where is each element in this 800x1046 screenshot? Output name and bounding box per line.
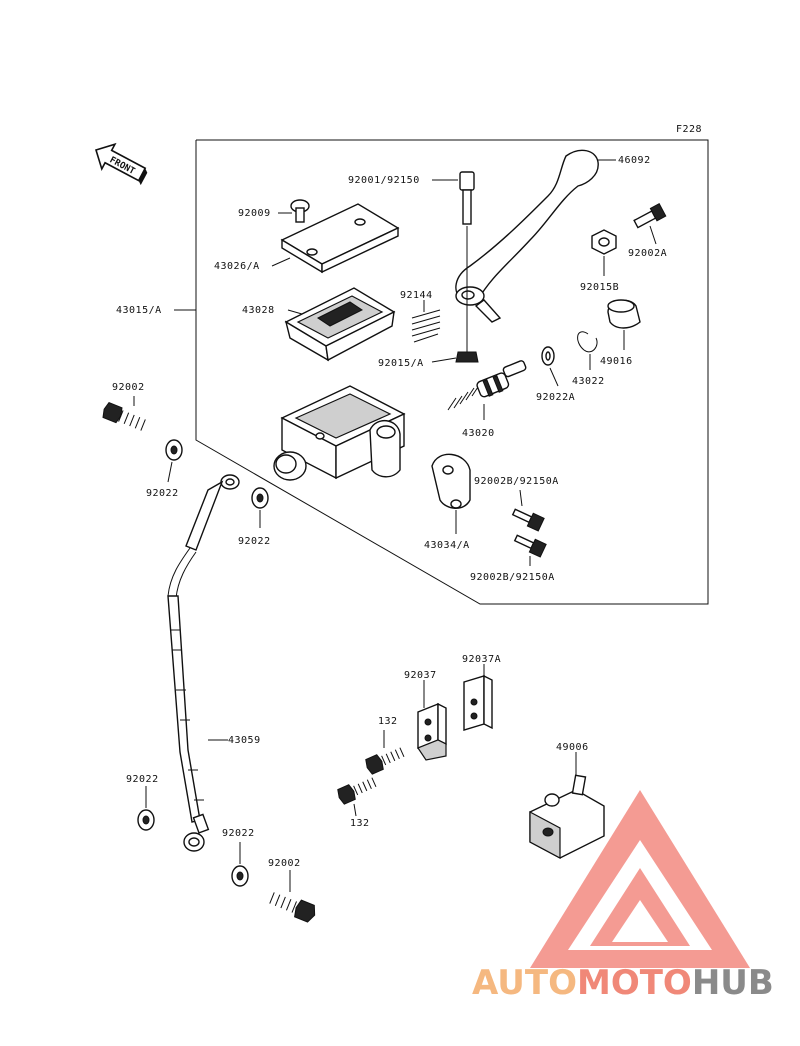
label-92022-d: 92022 <box>222 828 255 839</box>
washer-upper-a <box>165 439 183 461</box>
label-132-b: 132 <box>350 818 370 829</box>
label-92002a-top: 92002A <box>628 248 667 259</box>
label-43020: 43020 <box>462 428 495 439</box>
adjuster-nut <box>591 229 617 255</box>
bracket-bolt-lower <box>337 777 377 805</box>
watermark-logo: AUTOMOTOHUB <box>472 790 774 1003</box>
piston-assembly <box>447 360 527 411</box>
label-92002b-2: 92002B/92150A <box>470 572 555 583</box>
label-92015b: 92015B <box>580 282 619 293</box>
banjo-bolt-upper <box>102 401 146 431</box>
diaphragm <box>284 287 396 362</box>
clamp-bolt-lower <box>513 534 547 558</box>
adjuster-bolt <box>633 203 667 229</box>
label-92037a: 92037A <box>462 654 501 665</box>
piston-washer <box>541 346 555 366</box>
label-46092: 46092 <box>618 155 651 166</box>
clamp-bolt-upper <box>511 508 545 532</box>
master-cylinder-body <box>273 385 406 481</box>
pivot-bolt <box>459 171 475 352</box>
label-49006: 49006 <box>556 742 589 753</box>
hose-bracket <box>417 702 447 761</box>
brake-light-switch <box>529 774 605 859</box>
label-43059: 43059 <box>228 735 261 746</box>
watermark-text-auto: AUTO <box>472 963 577 1003</box>
svg-text:AUTOMOTOHUB: AUTOMOTOHUB <box>472 963 774 1003</box>
watermark-text-hub: HUB <box>692 963 774 1003</box>
hose-bracket-a <box>463 674 493 731</box>
label-92022-b: 92022 <box>238 536 271 547</box>
dust-boot <box>607 299 641 329</box>
label-92022a: 92022A <box>536 392 575 403</box>
handlebar-clamp <box>431 453 471 509</box>
label-43015: 43015/A <box>116 305 162 316</box>
washer-lower-a <box>137 809 155 831</box>
label-92144: 92144 <box>400 290 433 301</box>
label-92037: 92037 <box>404 670 437 681</box>
label-92002-bottom: 92002 <box>268 858 301 869</box>
bracket-bolt-upper <box>365 747 405 775</box>
label-132-a: 132 <box>378 716 398 727</box>
cap-screw <box>290 199 310 223</box>
label-92001: 92001/92150 <box>348 175 420 186</box>
washer-lower-b <box>231 865 249 887</box>
washer-upper-b <box>251 487 269 509</box>
figure-code: F228 <box>676 124 702 135</box>
label-43026: 43026/A <box>214 261 260 272</box>
label-43022: 43022 <box>572 376 605 387</box>
watermark-text-moto: MOTO <box>577 963 692 1003</box>
front-arrow-icon: FRONT <box>95 142 148 186</box>
lever-nut <box>455 351 479 363</box>
label-43034: 43034/A <box>424 540 470 551</box>
label-49016: 49016 <box>600 356 633 367</box>
lever-spring <box>411 309 441 343</box>
label-92002b-1: 92002B/92150A <box>474 476 559 487</box>
label-92022-c: 92022 <box>126 774 159 785</box>
brake-lever <box>455 149 599 323</box>
label-92022-a: 92022 <box>146 488 179 499</box>
label-92015a: 92015/A <box>378 358 424 369</box>
banjo-bolt-lower <box>269 892 316 923</box>
label-92002-left: 92002 <box>112 382 145 393</box>
brake-hose <box>167 474 240 852</box>
circlip <box>577 331 598 353</box>
reservoir-cap <box>280 203 400 274</box>
assembly-outline <box>195 139 709 605</box>
label-92009: 92009 <box>238 208 271 219</box>
label-43028: 43028 <box>242 305 275 316</box>
